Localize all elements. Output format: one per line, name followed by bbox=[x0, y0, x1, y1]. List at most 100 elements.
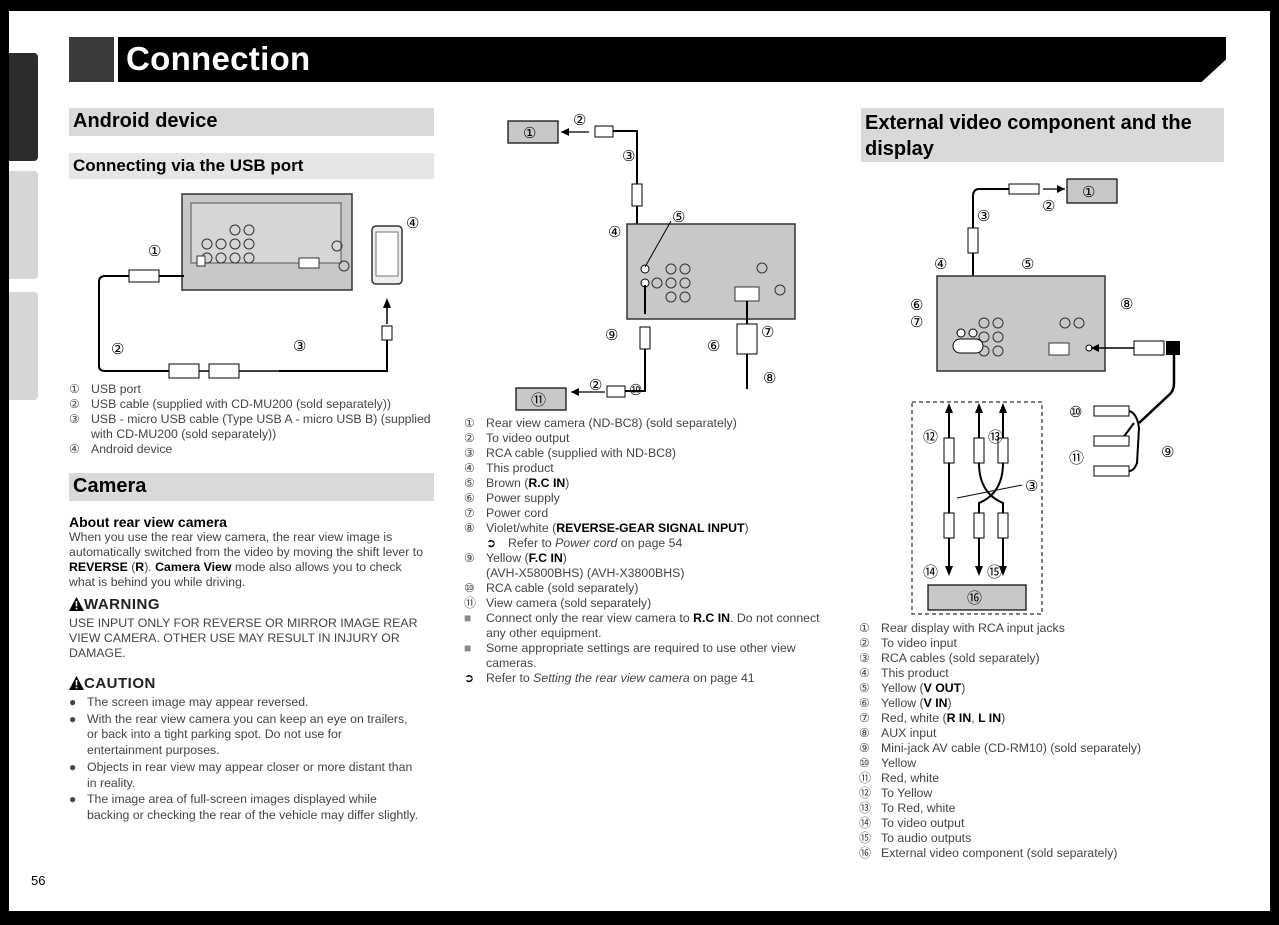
callout-9: ⑨ bbox=[1161, 444, 1174, 461]
manual-page: Connection Android device Connecting via… bbox=[9, 11, 1270, 911]
list-item: ●The screen image may appear reversed. bbox=[69, 695, 309, 709]
external-video-diagram: ① ② ③ ④ ⑤ ⑥ ⑦ ⑧ ⑨ bbox=[910, 178, 1180, 615]
arrow-refer-icon: ➲ bbox=[486, 536, 497, 550]
arrow-refer-icon: ➲ bbox=[464, 671, 475, 685]
about-rear-camera-title: About rear view camera bbox=[69, 514, 227, 530]
callout-10: ⑩ bbox=[629, 382, 642, 399]
callout-9: ⑨ bbox=[605, 327, 618, 344]
callout-6: ⑥ bbox=[707, 338, 720, 355]
callout-2b: ② bbox=[589, 377, 602, 394]
page-number: 56 bbox=[31, 873, 46, 888]
callout-8: ⑧ bbox=[1120, 296, 1133, 313]
section-title-external-video: External video component and the display bbox=[861, 108, 1224, 162]
list-item: (AVH-X5800BHS) (AVH-X3800BHS) bbox=[486, 566, 685, 580]
callout-5: ⑤ bbox=[1021, 256, 1034, 273]
list-item: ●With the rear view camera you can keep … bbox=[69, 711, 408, 758]
callout-3: ③ bbox=[622, 148, 635, 165]
subsection-title-usb: Connecting via the USB port bbox=[69, 153, 434, 179]
list-item: ➲Refer to Setting the rear view camera o… bbox=[464, 671, 755, 685]
list-item: ●Objects in rear view may appear closer … bbox=[69, 759, 413, 790]
header-square bbox=[69, 37, 114, 82]
callout-15: ⑮ bbox=[987, 564, 1002, 581]
head-unit-rear bbox=[626, 223, 796, 320]
callout-2: ② bbox=[1042, 198, 1055, 215]
head-unit-rear bbox=[936, 275, 1106, 372]
callout-4: ④ bbox=[608, 224, 621, 241]
callout-1: ① bbox=[523, 125, 536, 142]
callout-14: ⑭ bbox=[923, 564, 938, 581]
list-item: ➲Refer to Power cord on page 54 bbox=[486, 536, 683, 550]
callout-11: ⑪ bbox=[1069, 450, 1084, 467]
callout-2: ② bbox=[111, 341, 124, 358]
callout-3b: ③ bbox=[1025, 478, 1038, 495]
chapter-tab-active[interactable] bbox=[9, 53, 38, 161]
callout-11: ⑪ bbox=[531, 392, 546, 409]
warning-text: USE INPUT ONLY FOR REVERSE OR MIRROR IMA… bbox=[69, 616, 418, 660]
callout-3: ③ bbox=[977, 208, 990, 225]
callout-7: ⑦ bbox=[910, 314, 923, 331]
callout-4: ④ bbox=[934, 256, 947, 273]
page-title: Connection bbox=[126, 40, 311, 77]
callout-16: ⑯ bbox=[967, 590, 982, 607]
chapter-tab[interactable] bbox=[9, 292, 38, 400]
callout-8: ⑧ bbox=[763, 370, 776, 387]
callout-12: ⑫ bbox=[923, 429, 938, 446]
rear-camera-diagram: ① ② ③ ④ ⑤ ⑥ ⑦ ⑧ ⑨ bbox=[507, 112, 796, 411]
header-bar: Connection bbox=[118, 37, 1226, 82]
list-item: ■Connect only the rear view camera to R.… bbox=[464, 611, 820, 640]
callout-1: ① bbox=[1082, 184, 1095, 201]
usb-connection-diagram: ① ② ③ ④ bbox=[98, 193, 419, 379]
callout-2: ② bbox=[573, 112, 586, 129]
section-title-camera: Camera bbox=[69, 473, 434, 501]
android-phone bbox=[371, 225, 403, 285]
warning-triangle-icon bbox=[69, 597, 84, 611]
caution-heading: CAUTION bbox=[69, 675, 156, 692]
callout-13: ⑬ bbox=[988, 429, 1003, 446]
head-unit-rear bbox=[181, 193, 353, 291]
list-item: ●The image area of full-screen images di… bbox=[69, 792, 419, 822]
caution-triangle-icon bbox=[69, 676, 84, 690]
callout-4: ④ bbox=[406, 215, 419, 232]
external-component-box bbox=[911, 401, 1043, 615]
warning-heading: WARNING bbox=[69, 596, 160, 613]
callout-10: ⑩ bbox=[1069, 404, 1082, 421]
chapter-tab[interactable] bbox=[9, 171, 38, 279]
about-rear-camera-text: When you use the rear view camera, the r… bbox=[69, 530, 424, 589]
callout-1: ① bbox=[148, 243, 161, 260]
list-item: ■Some appropriate settings are required … bbox=[464, 641, 796, 670]
caution-list: ●The screen image may appear reversed. ●… bbox=[69, 695, 419, 825]
